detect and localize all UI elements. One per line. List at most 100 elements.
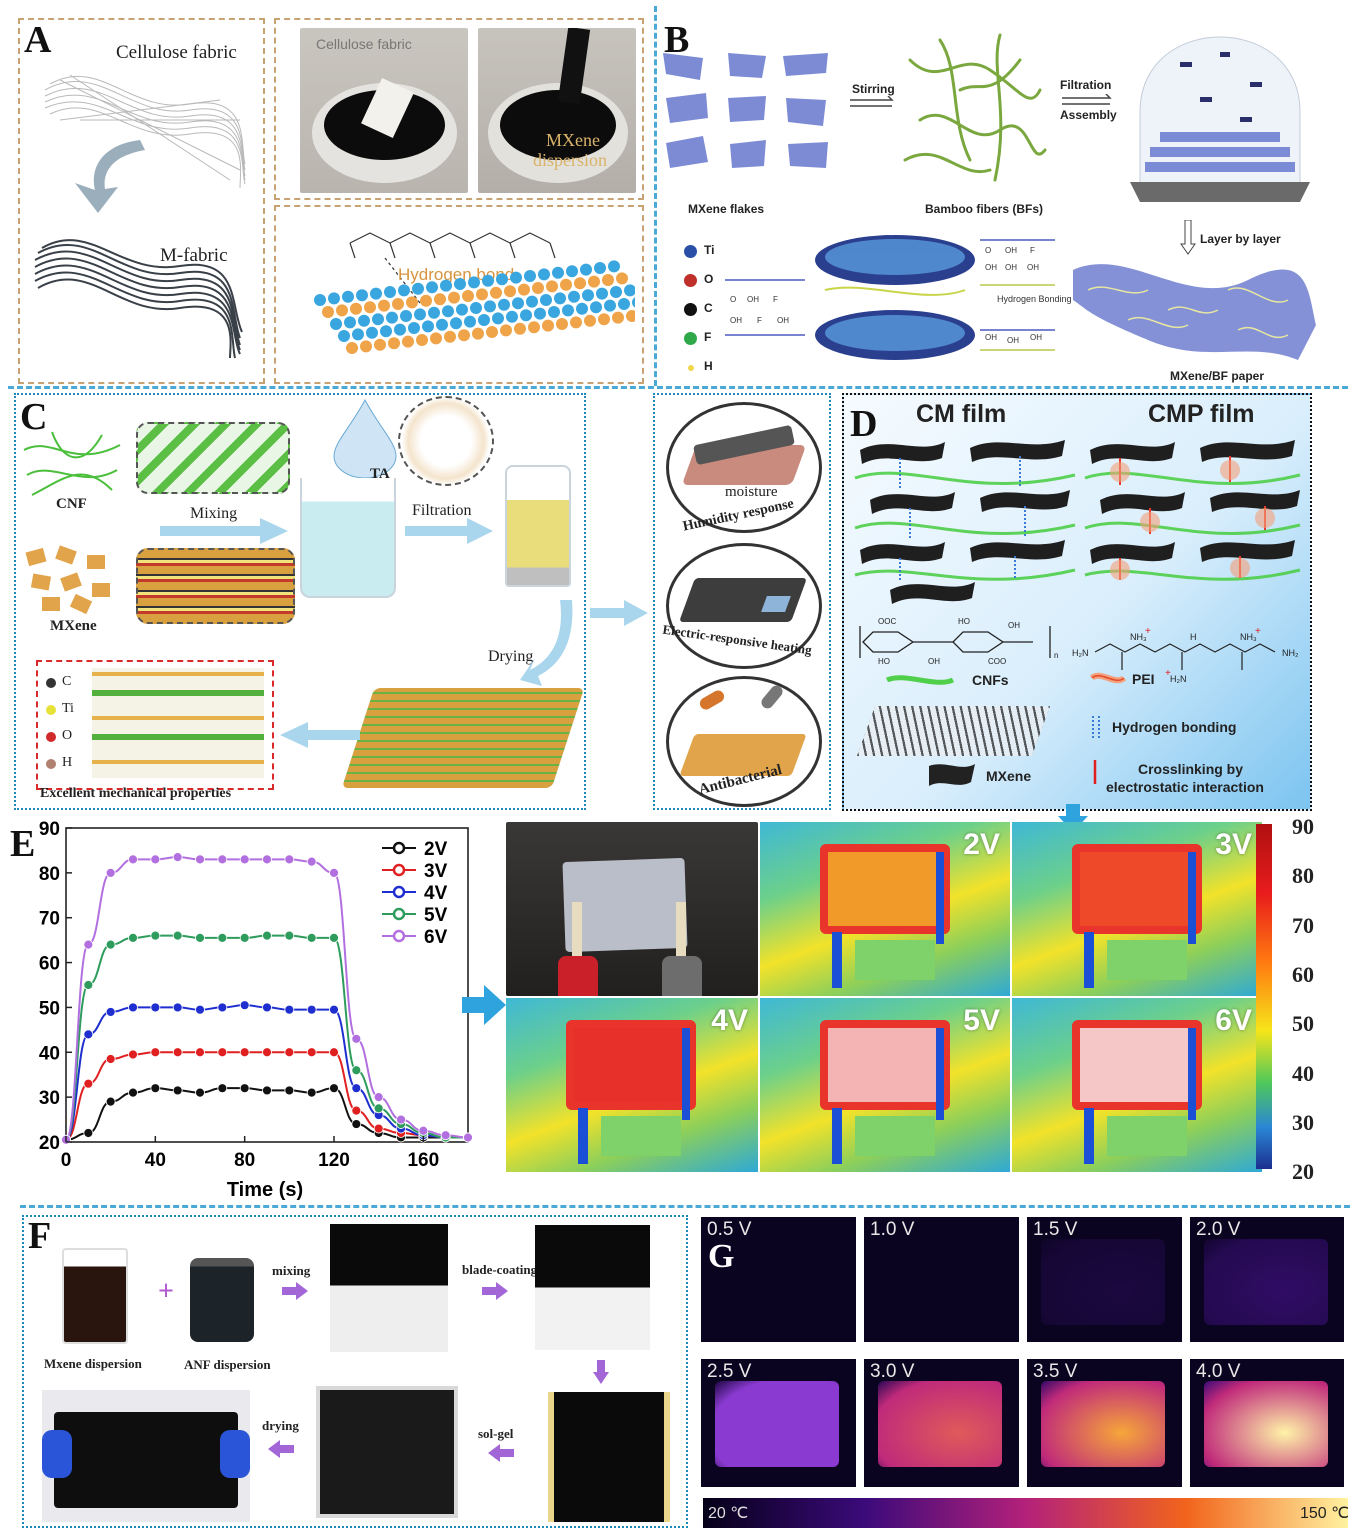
lattice-atom: [392, 298, 404, 310]
pei-label: PEI: [1132, 671, 1155, 687]
lattice-atom: [350, 302, 362, 315]
data-point-3v: [351, 1105, 362, 1116]
plus-icon: +: [158, 1276, 174, 1307]
lattice-atom: [500, 324, 512, 337]
data-point-6v: [150, 854, 161, 865]
lattice-atom: [596, 287, 608, 300]
data-point-4v: [172, 1002, 183, 1013]
cnf-fibers-illustration: [23, 431, 121, 496]
lattice-atom: [402, 335, 414, 348]
mxene-legend-icon: [929, 764, 975, 786]
panel-a-structure-box: [274, 205, 644, 384]
y-tick-label: 20: [39, 1133, 60, 1154]
filtration-apparatus: [505, 465, 571, 587]
ir-image-20v: 2.0 V: [1190, 1217, 1344, 1342]
mixing-beaker: [300, 478, 396, 598]
lattice-atom: [440, 279, 452, 292]
heater-device-photo: [506, 822, 758, 996]
data-point-4v: [351, 1083, 362, 1094]
data-point-2v: [195, 1087, 205, 1098]
lattice-atom: [468, 276, 480, 289]
mxene-dispersion-photo: MXene dispersion: [478, 28, 636, 193]
series-line-5v: [65, 934, 468, 1141]
lattice-atom: [430, 332, 442, 345]
thermal-image-5v: 5V: [760, 998, 1010, 1172]
temperature-colorbar: [1256, 824, 1272, 1169]
legend-label-6v: 6V: [424, 927, 448, 948]
ir-voltage-label: 1.0 V: [870, 1219, 915, 1240]
data-point-3v: [217, 1047, 228, 1058]
filtration-arrow-c-icon: [405, 518, 493, 544]
lattice-atom: [456, 303, 468, 316]
thermal-image-3v: 3V: [1012, 822, 1262, 996]
mxene-dispersion-beaker: [62, 1248, 128, 1344]
lattice-atom: [538, 268, 550, 281]
lattice-atom: [322, 306, 334, 318]
colorbar-tick: 50: [1292, 1011, 1314, 1037]
data-point-5v: [239, 933, 250, 943]
svg-text:H: H: [1190, 632, 1197, 642]
data-point-3v: [128, 1049, 138, 1060]
ir-voltage-label: 0.5 V: [707, 1219, 752, 1240]
svg-text:OH: OH: [1005, 246, 1017, 255]
layer-by-layer-label: Layer by layer: [1200, 232, 1281, 246]
lattice-atom: [540, 294, 552, 306]
data-point-6v: [195, 854, 205, 865]
y-tick-label: 70: [39, 909, 60, 930]
lattice-atom: [486, 326, 498, 338]
series-line-6v: [65, 856, 469, 1141]
sol-gel-film-photo: [548, 1392, 670, 1522]
ir-heated-region: [1204, 1239, 1328, 1325]
photo-cellulose-label: Cellulose fabric: [316, 36, 412, 52]
legend-atom-h-icon: [687, 364, 694, 371]
svg-text:H₂N: H₂N: [1170, 674, 1187, 684]
svg-text:F: F: [1030, 246, 1035, 255]
legend-c-c-label: C: [62, 674, 72, 689]
legend-marker-2v: [392, 841, 406, 855]
legend-c-ti-label: Ti: [62, 701, 74, 716]
data-point-4v: [128, 1002, 138, 1013]
colorbar-tick: 80: [1292, 863, 1314, 889]
data-point-6v: [172, 852, 183, 863]
mxene-dispersion-label-2: dispersion: [533, 150, 607, 170]
lattice-atom: [448, 291, 460, 304]
data-point-3v: [83, 1078, 94, 1089]
assembly-label: Assembly: [1060, 108, 1117, 122]
mxene-zoom-box: [136, 548, 295, 624]
ir-heated-region: [715, 1239, 839, 1325]
molecular-network-illustration: [92, 668, 264, 778]
legend-atom-c-icon: [684, 303, 697, 316]
panel-g-letter: G: [708, 1238, 735, 1275]
data-point-3v: [329, 1047, 339, 1058]
data-point-5v: [284, 930, 295, 941]
data-point-6v: [239, 854, 250, 865]
lattice-atom: [484, 300, 496, 313]
svg-text:OH: OH: [1027, 263, 1039, 272]
data-point-2v: [172, 1085, 183, 1096]
x-tick-label: 160: [407, 1150, 439, 1171]
ir-heated-region: [715, 1381, 839, 1467]
bamboo-fibers-label: Bamboo fibers (BFs): [925, 202, 1044, 216]
mixing-arrow-f-icon: [282, 1282, 308, 1300]
ir-heated-region: [1041, 1239, 1165, 1325]
svg-text:OOC: OOC: [878, 617, 896, 626]
legend-c-h-label: H: [62, 755, 73, 770]
lattice-atom: [492, 312, 504, 325]
thermal-image-4v: 4V: [506, 998, 758, 1172]
lattice-atom: [632, 297, 635, 308]
lattice-atom: [416, 334, 428, 346]
cmp-film-label: CMP film: [1148, 400, 1255, 428]
ir-voltage-label: 3.0 V: [870, 1361, 915, 1382]
panel-a-left-box: [18, 18, 265, 384]
lattice-atom: [406, 296, 418, 309]
ir-image-35v: 3.5 V: [1027, 1359, 1182, 1487]
lattice-atom: [590, 301, 602, 314]
ir-image-40v: 4.0 V: [1190, 1359, 1344, 1487]
m-fabric-illustration: [34, 239, 243, 359]
data-point-5v: [217, 933, 228, 943]
data-point-2v: [329, 1083, 339, 1094]
mxene-bf-paper-label: MXene/BF paper: [1170, 369, 1265, 383]
panel-d-letter: D: [850, 403, 878, 445]
